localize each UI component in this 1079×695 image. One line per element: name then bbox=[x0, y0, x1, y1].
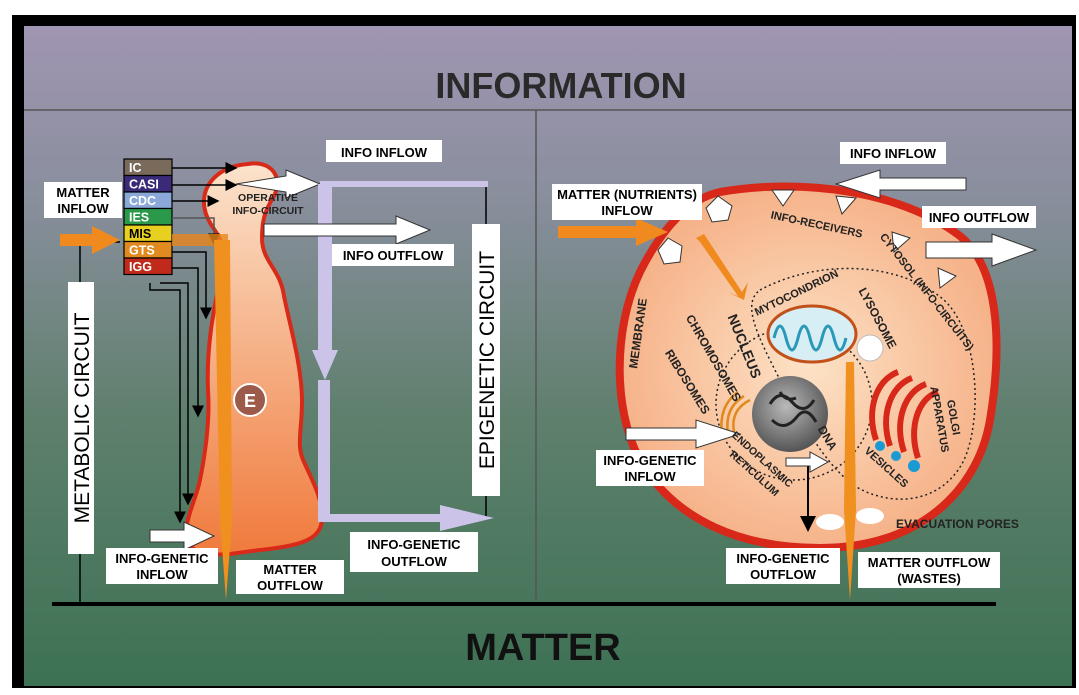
legend-box-igg bbox=[123, 257, 173, 276]
svg-text:INFLOW: INFLOW bbox=[57, 201, 109, 216]
svg-text:OUTFLOW: OUTFLOW bbox=[750, 567, 816, 582]
legend-label-igg: IGG bbox=[129, 260, 152, 274]
svg-text:(WASTES): (WASTES) bbox=[897, 571, 961, 586]
svg-text:INFLOW: INFLOW bbox=[601, 203, 653, 218]
right-info-outflow-label: INFO OUTFLOW bbox=[922, 206, 1036, 228]
lysosome bbox=[856, 334, 884, 362]
left-info-genetic-outflow-label: INFO-GENETIC OUTFLOW bbox=[350, 532, 478, 572]
svg-text:E: E bbox=[244, 391, 256, 411]
svg-text:INFLOW: INFLOW bbox=[136, 567, 188, 582]
svg-text:MATTER: MATTER bbox=[56, 185, 110, 200]
left-info-inflow-label: INFO INFLOW bbox=[326, 140, 442, 162]
svg-text:MATTER (NUTRIENTS): MATTER (NUTRIENTS) bbox=[557, 187, 697, 202]
header-title: INFORMATION bbox=[435, 65, 686, 106]
legend-label-gts: GTS bbox=[129, 244, 155, 258]
left-info-outflow-label: INFO OUTFLOW bbox=[332, 244, 454, 266]
svg-text:INFO-CIRCUIT: INFO-CIRCUIT bbox=[232, 205, 304, 217]
nucleus bbox=[752, 376, 828, 452]
svg-text:INFO-GENETIC: INFO-GENETIC bbox=[603, 453, 697, 468]
svg-text:INFO-GENETIC: INFO-GENETIC bbox=[367, 537, 461, 552]
svg-text:METABOLIC CIRCUIT: METABOLIC CIRCUIT bbox=[71, 312, 94, 523]
svg-text:OUTFLOW: OUTFLOW bbox=[257, 578, 323, 593]
right-info-genetic-inflow-label: INFO-GENETIC INFLOW bbox=[596, 450, 704, 486]
epigenetic-circuit-label: EPIGENETIC CIRCUIT bbox=[472, 224, 500, 496]
right-matter-outflow-label: MATTER OUTFLOW (WASTES) bbox=[858, 552, 1000, 588]
operative-info-circuit-label: OPERATIVE INFO-CIRCUIT bbox=[232, 192, 304, 217]
golgi-apparatus bbox=[869, 369, 940, 459]
mitochondrion bbox=[766, 304, 858, 364]
svg-text:MATTER: MATTER bbox=[263, 562, 317, 577]
legend-label-casi: CASI bbox=[129, 178, 159, 192]
svg-text:INFO OUTFLOW: INFO OUTFLOW bbox=[929, 210, 1030, 225]
svg-text:OUTFLOW: OUTFLOW bbox=[381, 554, 447, 569]
left-matter-outflow-label: MATTER OUTFLOW bbox=[236, 560, 344, 594]
footer-title: MATTER bbox=[465, 627, 621, 669]
svg-text:OPERATIVE: OPERATIVE bbox=[238, 192, 298, 204]
svg-text:INFO OUTFLOW: INFO OUTFLOW bbox=[343, 248, 444, 263]
svg-text:INFO INFLOW: INFO INFLOW bbox=[850, 146, 937, 161]
metabolic-circuit-label: METABOLIC CIRCUIT bbox=[68, 282, 94, 554]
svg-text:MATTER OUTFLOW: MATTER OUTFLOW bbox=[868, 555, 991, 570]
legend-label-mis: MIS bbox=[129, 227, 151, 241]
svg-text:INFO-GENETIC: INFO-GENETIC bbox=[115, 551, 209, 566]
svg-text:INFO INFLOW: INFO INFLOW bbox=[341, 145, 428, 160]
right-matter-inflow-label: MATTER (NUTRIENTS) INFLOW bbox=[552, 184, 702, 220]
evacuation-pores-label: EVACUATION PORES bbox=[896, 517, 1019, 531]
legend-label-cdc: CDC bbox=[129, 194, 156, 208]
svg-text:INFO-GENETIC: INFO-GENETIC bbox=[736, 551, 830, 566]
left-matter-inflow-label: MATTER INFLOW bbox=[44, 182, 122, 218]
right-info-genetic-outflow-label: INFO-GENETIC OUTFLOW bbox=[726, 548, 840, 584]
legend-stack: IC CASI CDC IES MIS GTS IGG bbox=[123, 158, 173, 276]
right-info-inflow-label: INFO INFLOW bbox=[840, 142, 946, 164]
legend-label-ies: IES bbox=[129, 211, 149, 225]
svg-text:INFLOW: INFLOW bbox=[624, 469, 676, 484]
svg-text:EPIGENETIC CIRCUIT: EPIGENETIC CIRCUIT bbox=[476, 251, 499, 469]
e-marker: E bbox=[233, 383, 267, 417]
legend-label-ic: IC bbox=[129, 161, 142, 175]
left-info-genetic-inflow-label: INFO-GENETIC INFLOW bbox=[106, 548, 218, 584]
